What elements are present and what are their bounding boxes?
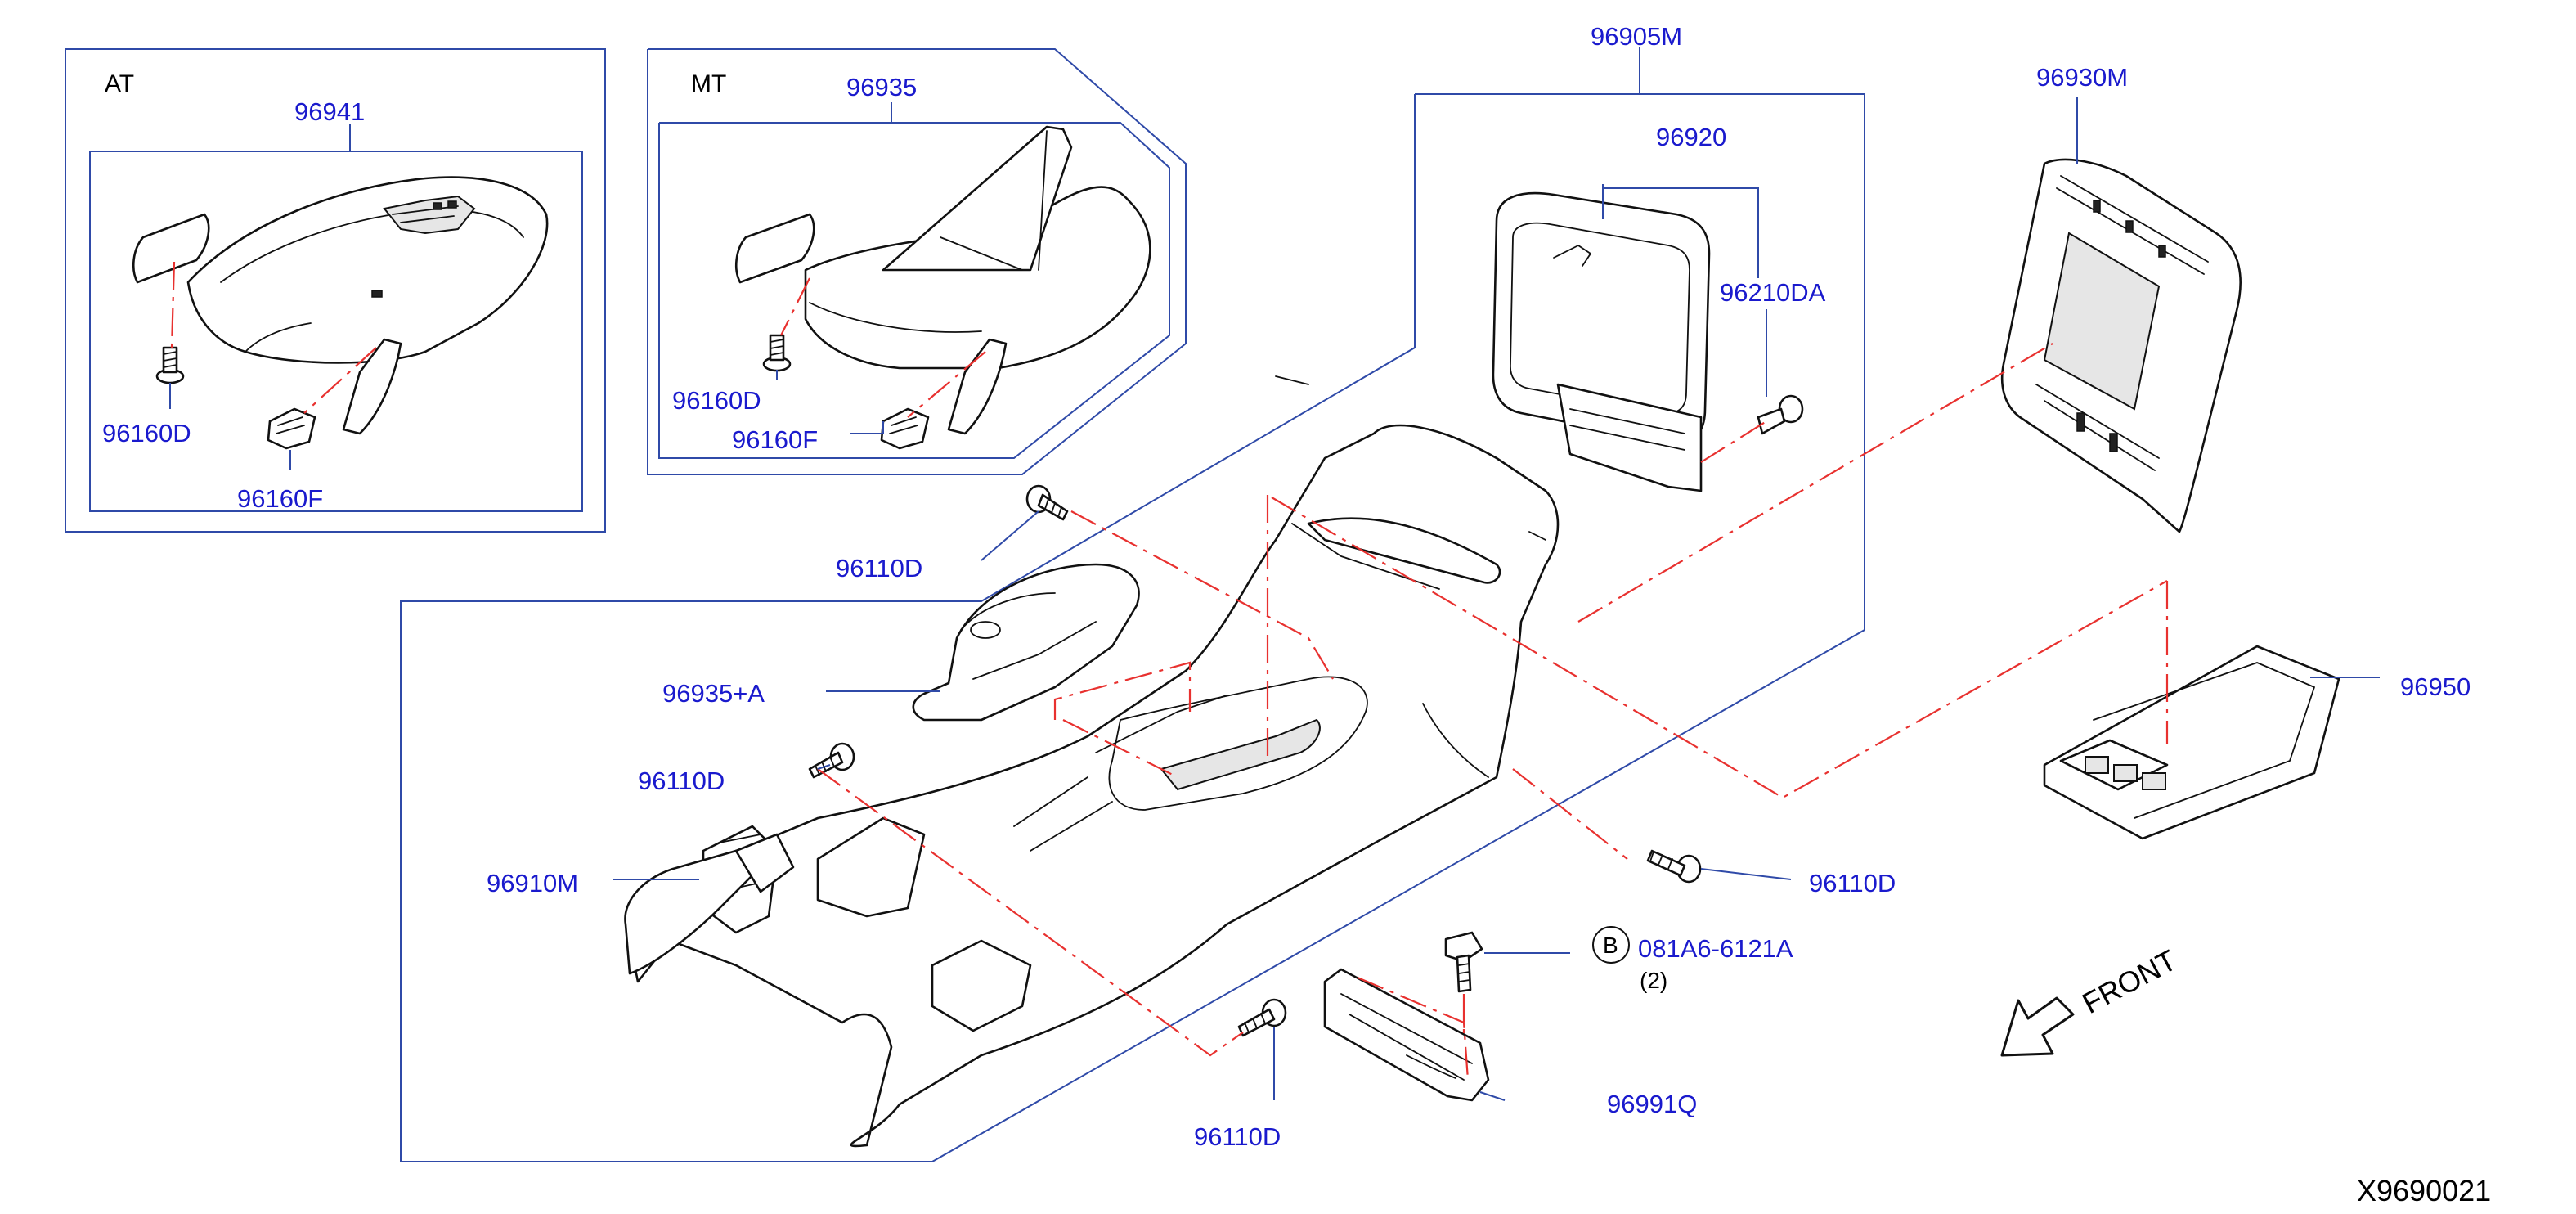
clip-96210da bbox=[1757, 394, 1804, 435]
bolt-marker-b: B bbox=[1603, 933, 1618, 958]
diagram-id: X9690021 bbox=[2357, 1174, 2491, 1207]
variant-label-at: AT bbox=[105, 70, 134, 97]
part-label-96950[interactable]: 96950 bbox=[2400, 672, 2471, 701]
part-label-96110d-top[interactable]: 96110D bbox=[836, 554, 922, 582]
mt-shift-boot-illustration bbox=[734, 125, 1151, 435]
screw-96110d-right bbox=[1646, 849, 1702, 884]
mt-group-box bbox=[647, 48, 1187, 475]
bolt-081a6 bbox=[1444, 931, 1483, 993]
part-label-96941[interactable]: 96941 bbox=[294, 97, 365, 126]
part-label-96905m[interactable]: 96905M bbox=[1591, 22, 1682, 51]
part-label-081a6-6121a[interactable]: 081A6-6121A bbox=[1638, 934, 1793, 963]
part-label-96160f-at[interactable]: 96160F bbox=[237, 484, 323, 513]
screw-96110d-bottom bbox=[1237, 998, 1287, 1037]
part-label-96110d-left[interactable]: 96110D bbox=[638, 767, 725, 795]
at-screw-96160d bbox=[155, 346, 185, 384]
side-bracket-illustration bbox=[624, 833, 795, 975]
part-label-96935a[interactable]: 96935+A bbox=[662, 679, 765, 708]
part-label-96935[interactable]: 96935 bbox=[846, 73, 917, 101]
part-label-96920[interactable]: 96920 bbox=[1656, 123, 1726, 151]
at-shift-cover-illustration bbox=[132, 176, 549, 435]
tray-96950-illustration bbox=[2043, 645, 2340, 840]
at-group-box bbox=[65, 48, 606, 533]
part-label-96991q[interactable]: 96991Q bbox=[1607, 1090, 1697, 1118]
screw-96110d-left bbox=[808, 742, 855, 779]
liner-96935a-illustration bbox=[912, 563, 1140, 722]
bracket-96991q-illustration bbox=[1323, 968, 1490, 1102]
at-clip-96160f bbox=[267, 407, 316, 450]
bolt-reference-circle bbox=[1592, 926, 1630, 964]
part-label-96110d-bottom[interactable]: 96110D bbox=[1194, 1122, 1281, 1151]
part-label-96930m[interactable]: 96930M bbox=[2036, 63, 2128, 92]
bolt-quantity: (2) bbox=[1640, 968, 1667, 993]
front-arrow-icon bbox=[2000, 996, 2075, 1057]
part-label-96910m[interactable]: 96910M bbox=[487, 869, 578, 897]
front-direction-label: FRONT bbox=[2077, 943, 2183, 1020]
variant-label-mt: MT bbox=[691, 70, 726, 97]
part-label-96110d-right[interactable]: 96110D bbox=[1809, 869, 1896, 897]
part-label-96160d-at[interactable]: 96160D bbox=[102, 419, 191, 447]
part-label-96160f-mt[interactable]: 96160F bbox=[732, 425, 818, 454]
mt-clip-96160f bbox=[880, 407, 930, 450]
console-assembly-box bbox=[400, 93, 1865, 1162]
part-label-96210da[interactable]: 96210DA bbox=[1720, 278, 1826, 307]
assembly-guide-lines bbox=[170, 261, 2169, 1081]
screw-96110d-top bbox=[1025, 484, 1069, 521]
rear-panel-96930m-illustration bbox=[2000, 158, 2242, 533]
finisher-96920-illustration bbox=[1492, 191, 1711, 492]
mt-screw-96160d bbox=[762, 334, 792, 372]
leader-lines bbox=[169, 47, 2380, 1101]
part-label-96160d-mt[interactable]: 96160D bbox=[672, 386, 761, 415]
